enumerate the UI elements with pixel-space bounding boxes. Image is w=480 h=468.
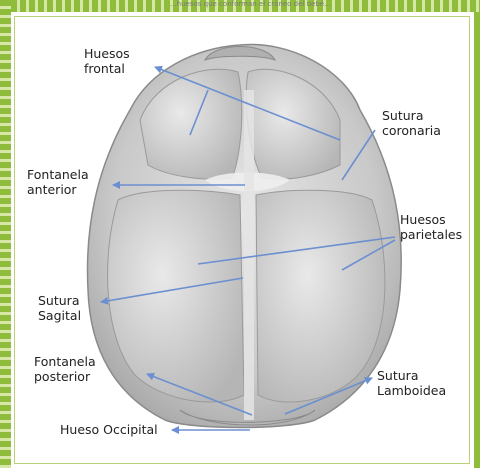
label-sutura-coronaria: Sutura coronaria bbox=[382, 108, 441, 138]
label-hueso-occipital: Hueso Occipital bbox=[60, 422, 158, 437]
label-huesos-parietales: Huesos parietales bbox=[400, 212, 462, 242]
label-sutura-lamboidea: Sutura Lamboidea bbox=[377, 368, 446, 398]
label-fontanela-anterior: Fontanela anterior bbox=[27, 167, 89, 197]
label-huesos-frontal: Huesos frontal bbox=[84, 46, 130, 76]
label-fontanela-posterior: Fontanela posterior bbox=[34, 354, 96, 384]
label-sutura-sagital: Sutura Sagital bbox=[38, 293, 81, 323]
sagittal-suture bbox=[244, 90, 254, 420]
